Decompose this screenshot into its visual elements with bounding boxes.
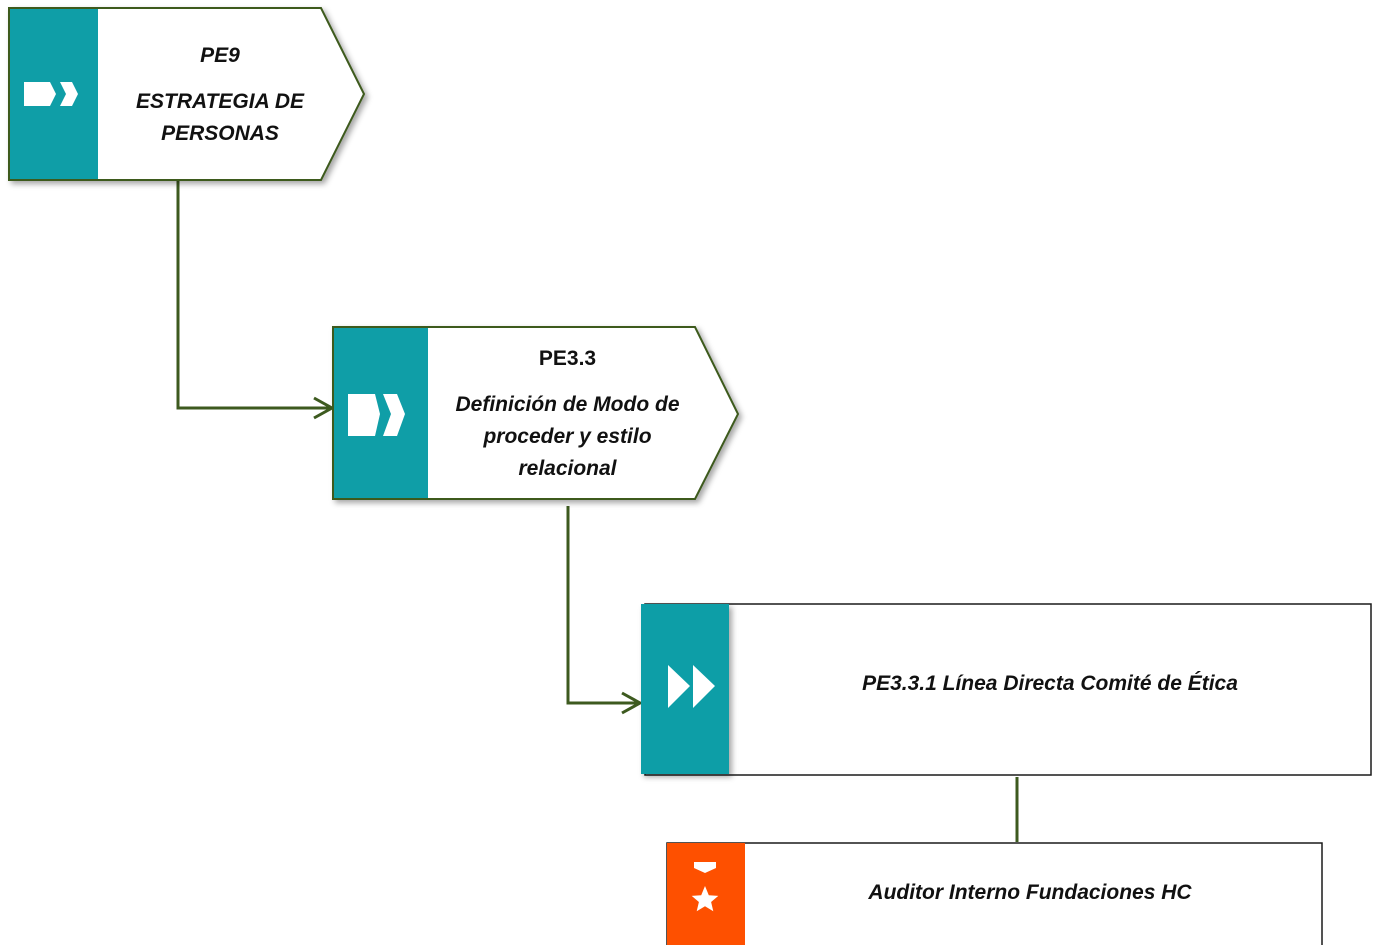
pe33-code: PE3.3 [538, 347, 597, 370]
pe9-code: PE9 [200, 44, 240, 67]
pe331-title: PE3.3.1 Línea Directa Comité de Ética [862, 672, 1238, 695]
process-node-pe331[interactable] [641, 603, 1372, 776]
pe331-label: PE3.3.1 Línea Directa Comité de Ética [740, 604, 1360, 764]
role-star-icon [691, 862, 719, 912]
pe33-title: Definición de Modo de proceder y estilo … [455, 393, 680, 480]
role-node-auditor[interactable] [666, 842, 1323, 945]
process-node-pe33[interactable] [332, 326, 740, 500]
auditor-title: Auditor Interno Fundaciones HC [868, 881, 1192, 904]
pe9-title: ESTRATEGIA DE PERSONAS [135, 90, 304, 145]
process-chevron-icon [668, 665, 715, 708]
pe33-label: PE3.3 Definición de Modo de proceder y e… [440, 334, 695, 494]
process-chevron-icon [24, 82, 78, 106]
process-node-pe9[interactable] [8, 7, 366, 181]
process-chevron-icon [348, 394, 405, 436]
auditor-label: Auditor Interno Fundaciones HC [750, 858, 1310, 928]
connector-pe9-to-pe33 [176, 180, 336, 420]
connector-pe33-to-pe331 [566, 506, 644, 715]
pe9-label: PE9 ESTRATEGIA DE PERSONAS [110, 30, 330, 160]
